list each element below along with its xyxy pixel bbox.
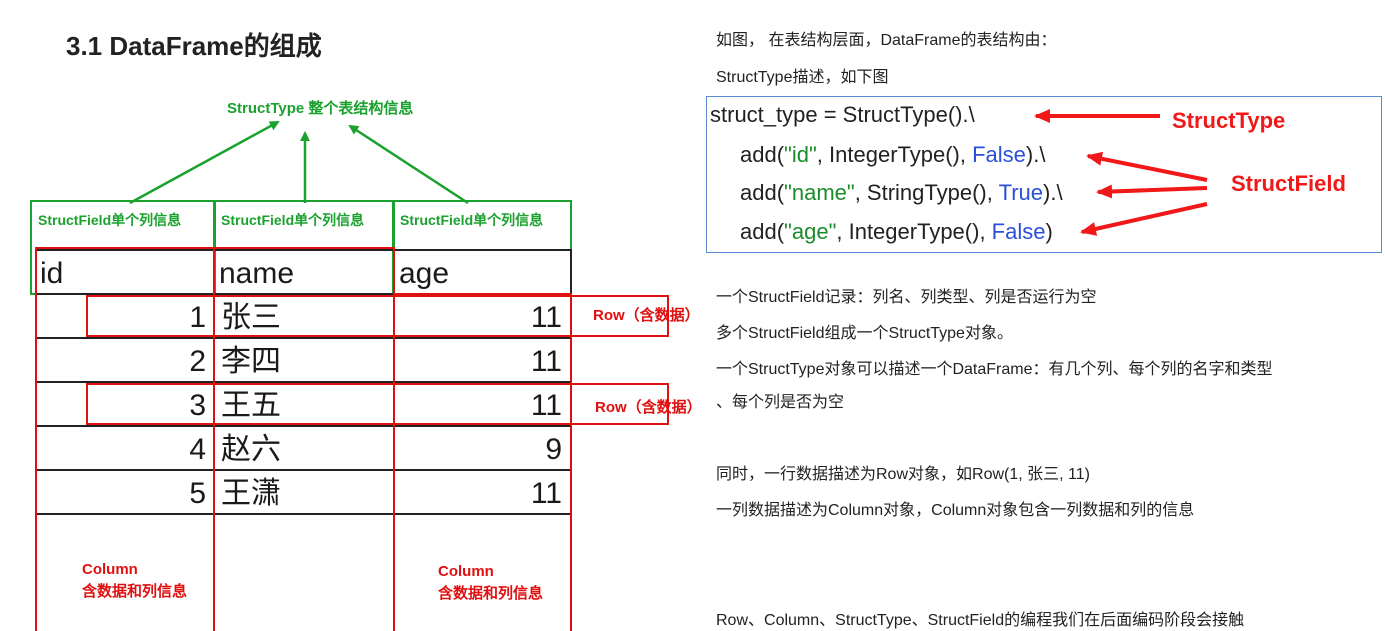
arrow-field-id xyxy=(1086,151,1208,182)
code-line-3: add("name", StringType(), True).\ xyxy=(740,180,1063,205)
cell-id: 3 xyxy=(189,389,206,422)
cell-age: 11 xyxy=(530,389,562,422)
cell-name: 王潇 xyxy=(221,476,281,511)
cell-name: 王五 xyxy=(221,388,281,423)
cell-id: 4 xyxy=(189,433,206,466)
row-outline-3 xyxy=(86,383,669,425)
cell-name: 李四 xyxy=(221,344,281,379)
cell-age: 11 xyxy=(530,477,562,510)
paragraph-multi-structfield: 多个StructField组成一个StructType对象。 xyxy=(716,325,1013,342)
cell-age: 9 xyxy=(545,433,562,466)
header-age: age xyxy=(399,257,450,290)
paragraph-intro: 如图， 在表结构层面，DataFrame的表结构由： xyxy=(716,32,1057,49)
cell-id: 1 xyxy=(189,301,206,334)
struct-field-label-age: StructField单个列信息 xyxy=(400,212,544,228)
code-line-4: add("age", IntegerType(), False) xyxy=(740,219,1053,244)
arrow-field-name xyxy=(1096,184,1208,199)
column-outline-age xyxy=(393,293,572,631)
annotation-struct-field: StructField xyxy=(1231,171,1346,196)
struct-arrow-right xyxy=(348,124,469,205)
row-label-3: Row（含数据） xyxy=(595,399,702,416)
row-label-1: Row（含数据） xyxy=(593,307,700,324)
cell-age: 11 xyxy=(530,345,562,378)
paragraph-dataframe-cont: 、每个列是否为空 xyxy=(716,394,845,411)
row-outline-1 xyxy=(86,295,669,337)
paragraph-column: 一列数据描述为Column对象，Column对象包含一列数据和列的信息 xyxy=(716,502,1195,519)
paragraph-row: 同时，一行数据描述为Row对象，如Row(1, 张三, 11) xyxy=(716,466,1090,483)
paragraph-structfield: 一个StructField记录：列名、列类型、列是否运行为空 xyxy=(716,289,1097,306)
paragraph-programming: Row、Column、StructType、StructField的编程我们在后… xyxy=(716,612,1245,629)
cell-name: 赵六 xyxy=(221,432,281,467)
struct-field-label-id: StructField单个列信息 xyxy=(38,212,182,228)
header-name: name xyxy=(219,257,295,290)
section-heading: 3.1 DataFrame的组成 xyxy=(66,31,322,61)
cell-age: 11 xyxy=(530,301,562,334)
column-label-title-right: Column xyxy=(438,563,494,580)
struct-field-label-name: StructField单个列信息 xyxy=(221,212,365,228)
code-line-1: struct_type = StructType().\ xyxy=(710,102,975,127)
code-block xyxy=(706,96,1382,253)
paragraph-dataframe: 一个StructType对象可以描述一个DataFrame：有几个列、每个列的名… xyxy=(716,361,1273,378)
code-line-2: add("id", IntegerType(), False).\ xyxy=(740,142,1046,167)
cell-id: 2 xyxy=(189,345,206,378)
struct-arrow-left xyxy=(129,120,280,205)
header-id: id xyxy=(40,257,64,290)
cell-id: 5 xyxy=(189,477,206,510)
annotation-struct-type: StructType xyxy=(1172,108,1286,133)
column-label-title-left: Column xyxy=(82,561,138,578)
cell-name: 张三 xyxy=(221,300,281,335)
arrow-field-age xyxy=(1080,202,1208,236)
column-label-sub-left: 含数据和列信息 xyxy=(82,583,188,600)
paragraph-structtype: StructType描述，如下图 xyxy=(716,69,889,86)
struct-type-label: StructType 整个表结构信息 xyxy=(227,100,414,117)
column-label-sub-right: 含数据和列信息 xyxy=(438,585,544,602)
